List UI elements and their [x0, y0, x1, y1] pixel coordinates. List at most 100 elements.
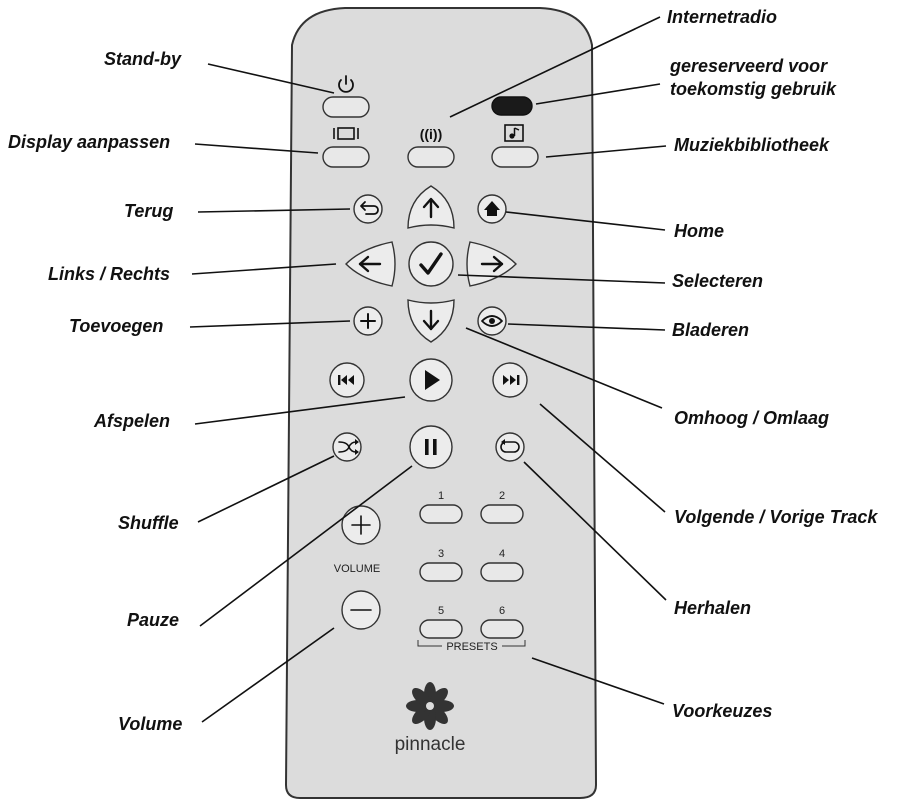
- internet-radio-button[interactable]: ((i)): [407, 126, 455, 168]
- leader-reserved: [535, 83, 661, 105]
- power-icon: [338, 75, 354, 93]
- arrow-up-icon: [422, 197, 440, 219]
- label-up-down: Omhoog / Omlaag: [674, 408, 829, 428]
- select-button[interactable]: [408, 241, 454, 287]
- label-select: Selecteren: [672, 271, 763, 291]
- label-reserved-1: gereserveerd voor: [669, 56, 828, 76]
- leader-left-right: [191, 263, 337, 275]
- preset-2-button[interactable]: 2: [480, 490, 524, 524]
- label-next-prev: Volgende / Vorige Track: [674, 507, 878, 527]
- down-button[interactable]: [407, 299, 455, 343]
- volume-text: VOLUME: [334, 563, 380, 575]
- up-button[interactable]: [407, 185, 455, 229]
- preset-6-number: 6: [499, 605, 505, 617]
- brand-name: pinnacle: [395, 734, 466, 755]
- browse-button[interactable]: [477, 306, 507, 336]
- callout-labels: Stand-by Internetradio gereserveerd voor…: [8, 7, 878, 734]
- preset-3-button[interactable]: 3: [419, 548, 463, 582]
- preset-5-button[interactable]: 5: [419, 605, 463, 639]
- leader-add: [189, 320, 351, 328]
- music-library-button[interactable]: [491, 124, 539, 168]
- leader-home: [505, 211, 666, 231]
- leader-browse: [507, 323, 666, 331]
- leader-display: [194, 143, 319, 154]
- preset-4-number: 4: [499, 548, 505, 560]
- plus-icon: [360, 313, 376, 329]
- reserved-button[interactable]: [491, 96, 533, 116]
- eye-icon: [481, 315, 503, 327]
- leader-play: [194, 396, 406, 425]
- next-track-button[interactable]: [492, 362, 528, 398]
- label-reserved-2: toekomstig gebruik: [670, 79, 837, 99]
- previous-track-button[interactable]: [329, 362, 365, 398]
- volume-down-button[interactable]: [341, 590, 381, 630]
- label-browse: Bladeren: [672, 320, 749, 340]
- leader-standby: [207, 63, 335, 94]
- add-button[interactable]: [353, 306, 383, 336]
- leader-back: [197, 208, 351, 213]
- play-icon: [425, 370, 440, 390]
- display-button[interactable]: [322, 127, 370, 168]
- preset-4-button[interactable]: 4: [480, 548, 524, 582]
- leader-up-down: [465, 327, 663, 409]
- home-button[interactable]: [477, 194, 507, 224]
- label-music-library: Muziekbibliotheek: [674, 135, 830, 155]
- label-repeat: Herhalen: [674, 598, 751, 618]
- home-icon: [484, 201, 500, 216]
- preset-1-number: 1: [438, 490, 444, 502]
- pause-icon: [425, 439, 437, 455]
- repeat-button[interactable]: [495, 432, 525, 462]
- arrow-right-icon: [480, 255, 504, 273]
- music-note-icon: [504, 124, 524, 142]
- leader-shuffle: [197, 455, 335, 523]
- volume-up-button[interactable]: [341, 505, 381, 545]
- label-left-right: Links / Rechts: [48, 264, 170, 284]
- preset-6-button[interactable]: 6: [480, 605, 524, 639]
- shuffle-button[interactable]: [332, 432, 362, 462]
- leader-volume: [201, 627, 335, 723]
- left-button[interactable]: [345, 241, 396, 287]
- label-display: Display aanpassen: [8, 132, 170, 152]
- label-presets: Voorkeuzes: [672, 701, 772, 721]
- pinnacle-logo-icon: [406, 682, 454, 730]
- label-shuffle: Shuffle: [118, 513, 179, 533]
- presets-text: PRESETS: [446, 641, 497, 653]
- leader-internetradio: [449, 16, 661, 118]
- previous-track-icon: [338, 375, 354, 385]
- arrow-left-icon: [358, 255, 382, 273]
- repeat-icon: [500, 439, 520, 453]
- label-standby: Stand-by: [104, 49, 182, 69]
- shuffle-icon: [338, 439, 359, 455]
- right-button[interactable]: [466, 241, 517, 287]
- svg-text:((i)): ((i)): [420, 126, 443, 142]
- leader-select: [457, 274, 666, 284]
- leader-next-prev: [539, 403, 666, 513]
- leader-lines: [189, 16, 667, 723]
- volume-up-icon: [351, 515, 371, 535]
- arrow-down-icon: [422, 309, 440, 331]
- preset-3-number: 3: [438, 548, 444, 560]
- pause-button[interactable]: [409, 425, 453, 469]
- preset-1-button[interactable]: 1: [419, 490, 463, 524]
- label-play: Afspelen: [93, 411, 170, 431]
- label-volume: Volume: [118, 714, 182, 734]
- label-internetradio: Internetradio: [667, 7, 777, 27]
- presets-bracket: PRESETS: [417, 640, 526, 653]
- label-back: Terug: [124, 201, 173, 221]
- next-track-icon: [503, 375, 520, 385]
- preset-2-number: 2: [499, 490, 505, 502]
- checkmark-icon: [419, 252, 443, 275]
- display-icon: [333, 127, 359, 140]
- back-button[interactable]: [353, 194, 383, 224]
- preset-5-number: 5: [438, 605, 444, 617]
- back-arrow-icon: [360, 201, 379, 215]
- leader-presets: [531, 657, 665, 705]
- label-add: Toevoegen: [69, 316, 163, 336]
- standby-button[interactable]: [322, 75, 370, 118]
- label-pause: Pauze: [127, 610, 179, 630]
- leader-music: [545, 145, 667, 158]
- leader-pause: [199, 465, 413, 627]
- play-button[interactable]: [409, 358, 453, 402]
- internet-radio-icon: ((i)): [420, 126, 443, 142]
